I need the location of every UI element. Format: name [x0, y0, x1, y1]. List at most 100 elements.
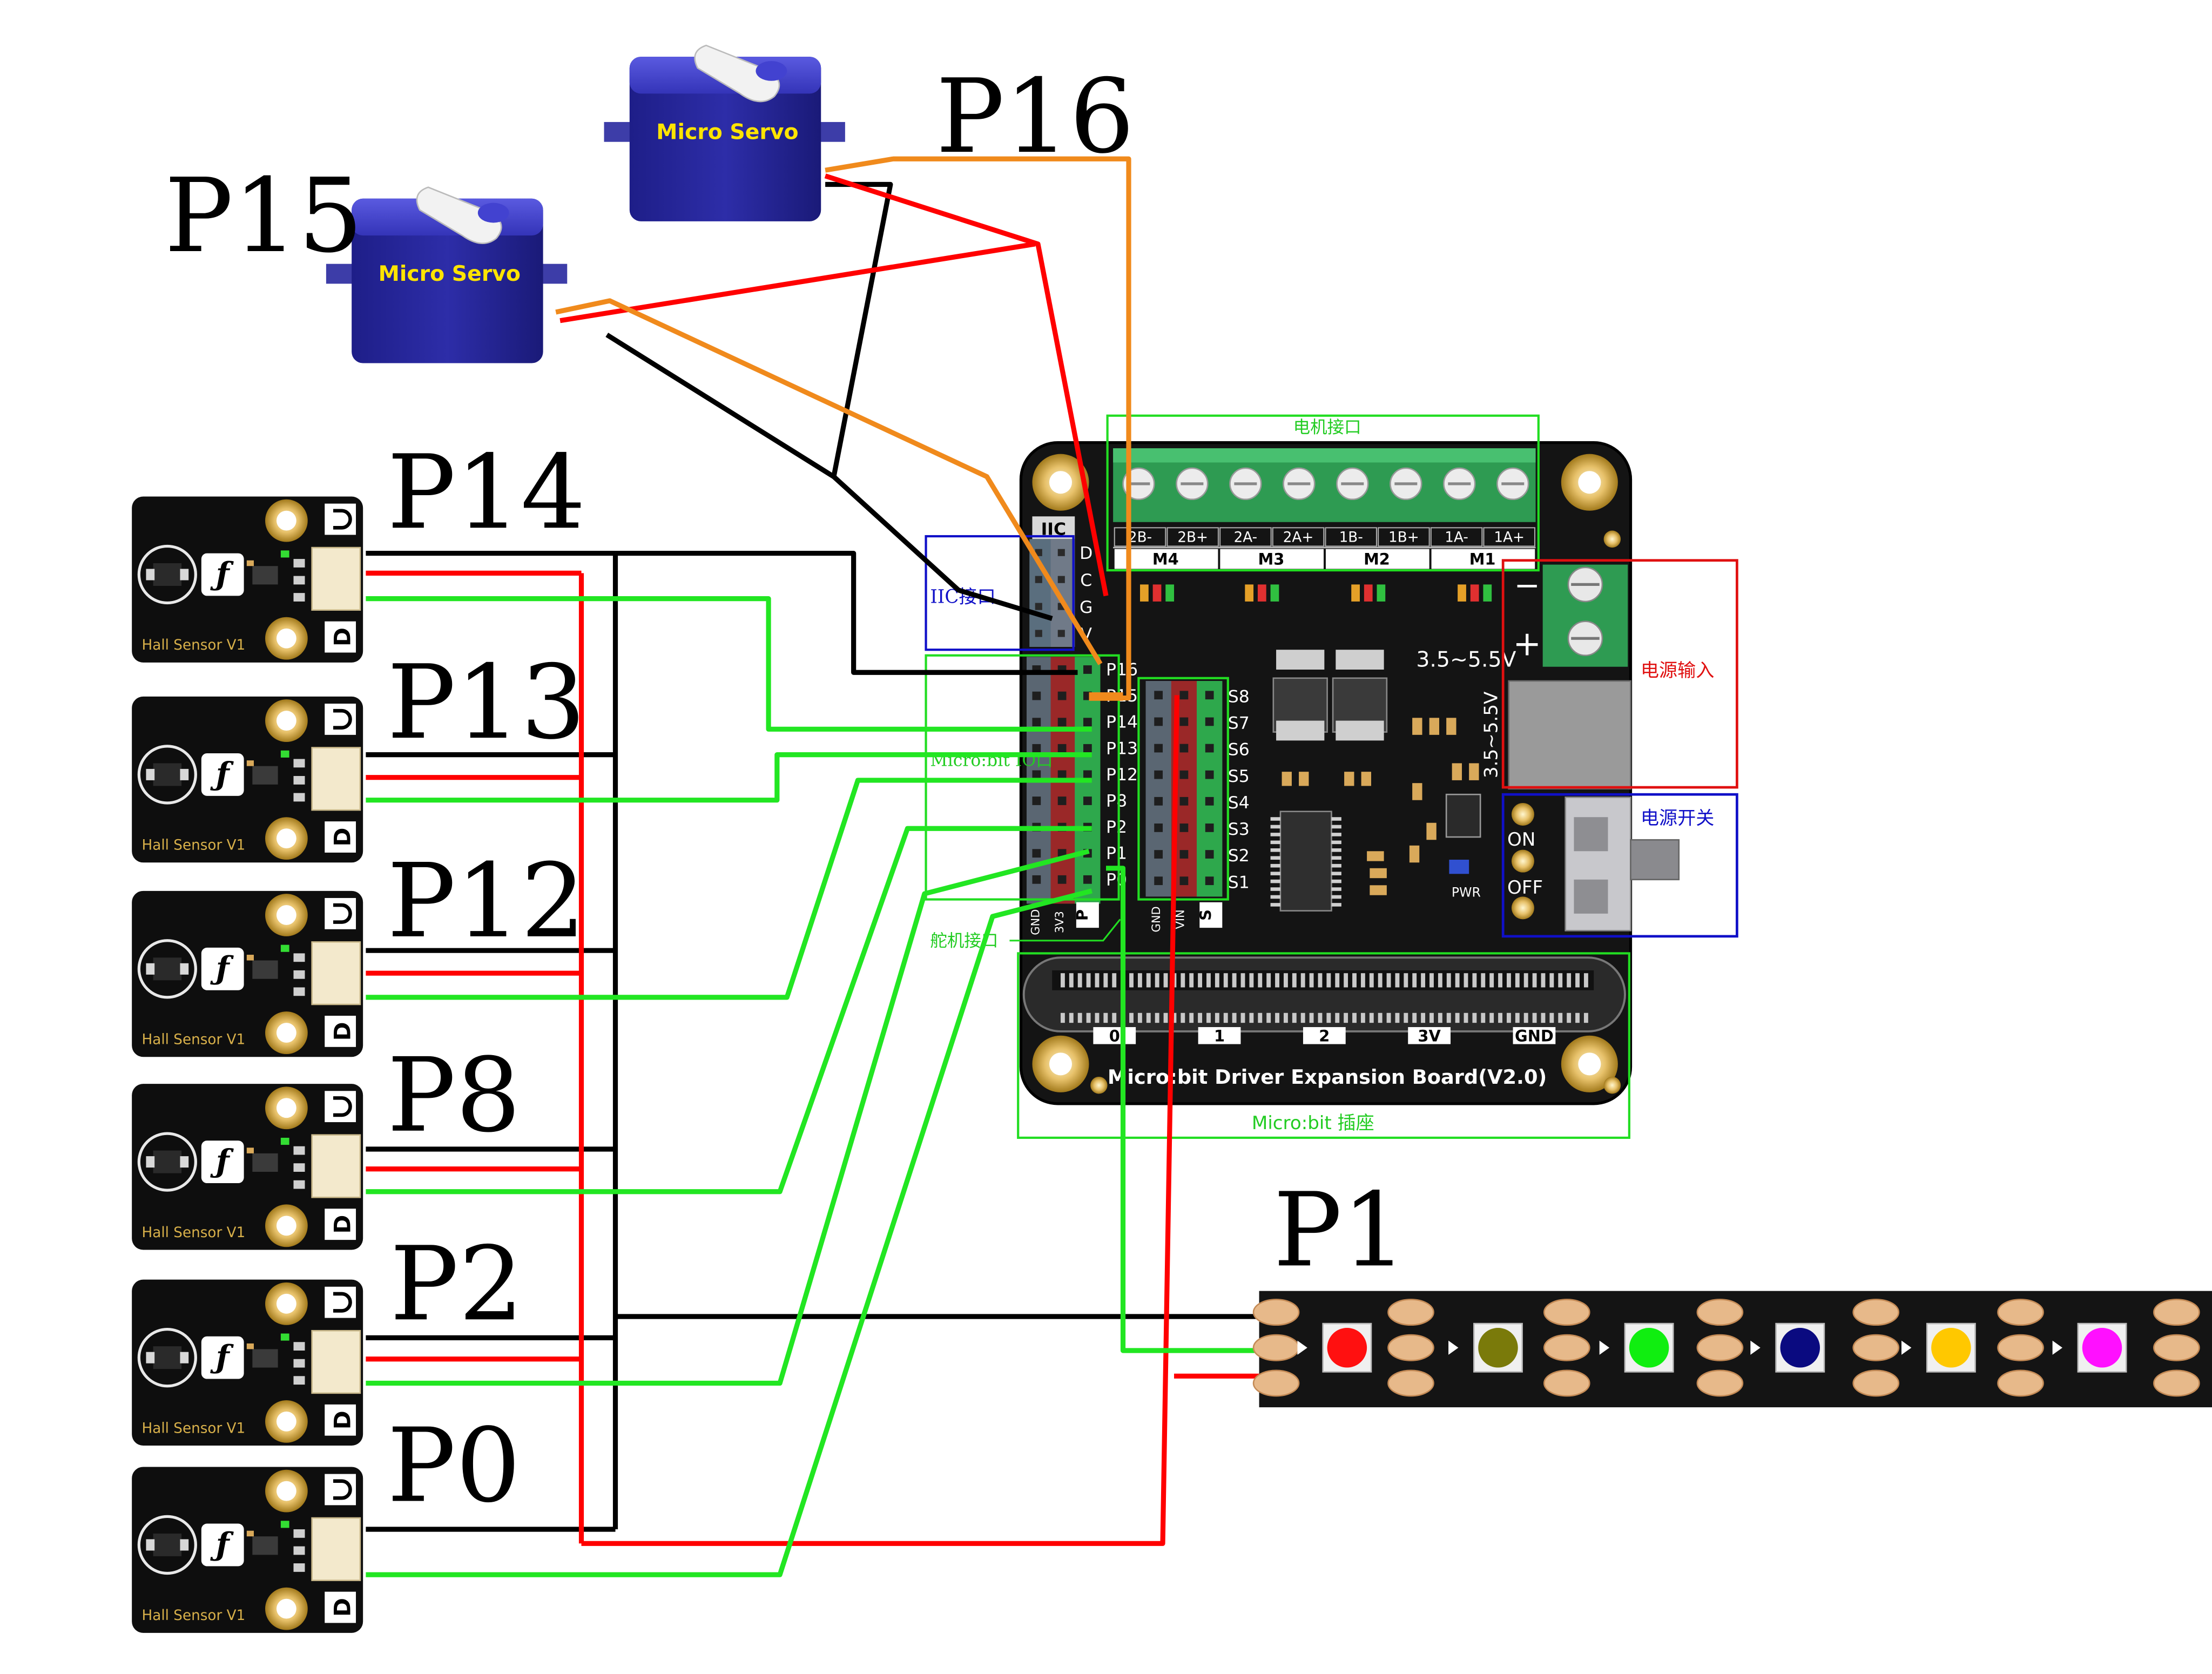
io-pin-label: P12	[1106, 765, 1138, 785]
wire-p14-signal	[366, 596, 1092, 732]
servo-s-label-bg	[1199, 902, 1223, 928]
hall-element-ring	[137, 1132, 197, 1192]
svg-text:D: D	[329, 828, 356, 847]
switch-off-label: OFF	[1507, 877, 1543, 899]
motor-interface-label: 电机接口	[1293, 417, 1361, 437]
edge-label: 0	[1109, 1027, 1120, 1045]
digital-icon	[325, 1404, 356, 1436]
label-p15: P15	[165, 156, 363, 275]
wires	[366, 156, 1262, 1577]
servo-s-label: S	[1196, 909, 1215, 921]
brand-logo	[201, 1523, 244, 1567]
motor-pin-label: 1A+	[1494, 530, 1525, 546]
power-switch[interactable]: ON OFF	[1507, 796, 1680, 932]
label-p1: P1	[1273, 1170, 1407, 1290]
wire-p0-signal	[366, 888, 1092, 1577]
sensor-board	[132, 496, 363, 663]
servo-pin-label: S3	[1228, 820, 1250, 839]
wire-servo2-power	[559, 241, 1036, 323]
servo-label: Micro Servo	[379, 261, 521, 286]
svg-text:D: D	[329, 1215, 356, 1234]
hall-element-ring	[137, 1327, 197, 1388]
svg-text:D: D	[329, 1410, 356, 1429]
voltage-label-top: 3.5~5.5V	[1416, 647, 1516, 672]
iic-pin-label: G	[1080, 598, 1092, 617]
io-pin-label: P1	[1106, 844, 1127, 863]
servo-label: Micro Servo	[656, 119, 798, 144]
servo-gnd-label: GND	[1149, 906, 1163, 932]
sensor-label: Hall Sensor V1	[142, 1032, 246, 1048]
motor-pin-label: 2B+	[1177, 530, 1208, 546]
servo-pin-label: S1	[1228, 873, 1250, 892]
brand-logo	[201, 1140, 244, 1184]
wire-vcc-bus-to-board	[581, 695, 1179, 1546]
led-strip-leds	[1297, 1322, 2127, 1373]
edge-label: GND	[1515, 1027, 1554, 1045]
sensor-board	[132, 1084, 363, 1250]
terminal-screws	[1122, 467, 1529, 501]
brand-logo	[201, 753, 244, 796]
board-title: Micro:bit Driver Expansion Board(V2.0)	[1108, 1065, 1547, 1089]
motor-group-label: M3	[1258, 550, 1284, 569]
label-p12: P12	[387, 841, 586, 961]
small-hole	[1603, 1076, 1621, 1094]
servo-pin-label: S8	[1228, 687, 1250, 706]
mounting-holes	[1032, 454, 1621, 1094]
sensor-label: Hall Sensor V1	[142, 1420, 246, 1436]
brand-logo	[201, 1336, 244, 1379]
servo-pin-label: S4	[1228, 793, 1250, 813]
iic-interface-box	[925, 535, 1075, 651]
sensor-connector	[311, 941, 361, 1005]
small-hole	[1090, 1076, 1108, 1094]
power-input-terminal: − +	[1508, 564, 1631, 789]
io-pin-label: P2	[1106, 818, 1127, 837]
dc-jack	[1508, 680, 1631, 789]
switch-slider[interactable]	[1630, 839, 1680, 881]
motor-group-label: M4	[1152, 550, 1179, 569]
led-light	[2082, 1327, 2122, 1368]
wire-p2-signal	[366, 848, 1090, 1386]
wire-p12-signal	[366, 778, 1092, 1000]
motor-interface-box	[1106, 414, 1540, 572]
iic-pin-label: D	[1080, 544, 1092, 563]
motor-pin-label: 1B-	[1339, 530, 1363, 546]
iic-pin-label: C	[1080, 571, 1092, 590]
io-interface-box	[925, 654, 1120, 901]
wire-servo2-gnd	[605, 333, 835, 479]
motor-pin-label: 1B+	[1388, 530, 1419, 546]
socket-slot	[1052, 970, 1594, 990]
mounting-hole-center	[1049, 1052, 1072, 1076]
voltage-label-side: 3.5~5.5V	[1481, 691, 1502, 778]
edge-label: 1	[1214, 1027, 1225, 1045]
servo-p16: Micro Servo	[604, 44, 845, 221]
hall-element-ring	[137, 1515, 197, 1575]
sensor-connector	[311, 546, 361, 611]
wire-gnd-bus-to-header	[615, 550, 1078, 675]
power-input-box	[1501, 559, 1738, 789]
wire-p1-signal	[1106, 866, 1262, 1353]
digital-icon	[325, 1016, 356, 1047]
motor-group-label: M2	[1364, 550, 1390, 569]
smd-leds	[1140, 584, 1492, 602]
sensor-connector	[311, 747, 361, 811]
servo-p15: Micro Servo	[326, 186, 568, 363]
io-pin-label: P14	[1106, 713, 1138, 732]
inductor	[1445, 793, 1481, 838]
servo-pin-dots	[1154, 691, 1214, 886]
servo-header-box	[1137, 677, 1229, 901]
motor-pin-labels: 2B-2B+2A-2A+1B-1B+1A-1A+	[1114, 527, 1536, 547]
io-pin-labels: P16P15P14P13P12P8P2P1P0	[1106, 660, 1138, 890]
motor-pin-label: 2A+	[1283, 530, 1314, 546]
sensor-board	[132, 890, 363, 1057]
svg-text:D: D	[329, 1022, 356, 1041]
